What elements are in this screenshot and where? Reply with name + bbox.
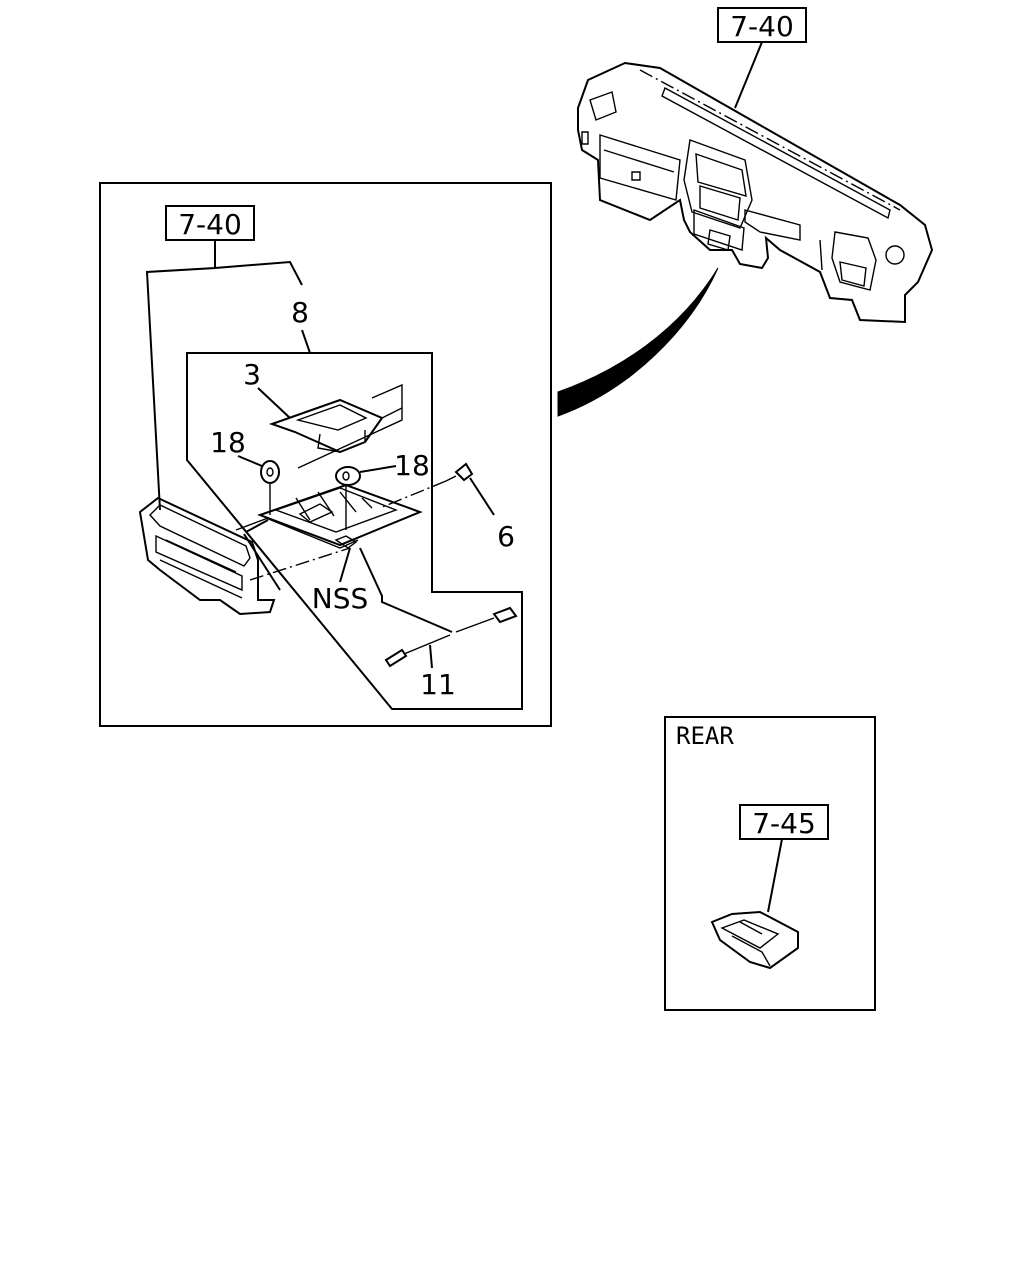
rear-box: REAR [664, 716, 876, 1011]
callout-18-right: 18 [394, 449, 430, 482]
callout-nss: NSS [312, 582, 369, 615]
callout-11: 11 [420, 668, 456, 701]
rear-glovebox [710, 910, 799, 970]
part-11-bulb [384, 606, 518, 668]
top-ref-label: 7-40 [730, 10, 794, 43]
part-6-screw [379, 462, 474, 509]
rear-ref-label: 7-45 [752, 807, 816, 840]
dashboard-illustration [577, 61, 934, 324]
inset-ref-callout: 7-40 [145, 205, 303, 511]
rear-ref-callout: 7-45 [739, 804, 829, 913]
callout-18-left: 18 [210, 426, 246, 459]
inset-ref-label: 7-40 [178, 208, 242, 241]
inset-frame [99, 182, 552, 727]
rear-title: REAR [676, 722, 734, 750]
callout-6: 6 [497, 520, 515, 553]
assembly-bracket [186, 352, 523, 710]
part-3-tray [268, 383, 403, 469]
callout-8: 8 [291, 296, 309, 329]
top-ref-callout: 7-40 [717, 7, 807, 109]
mounting-plate [257, 483, 423, 549]
center-bezel [138, 496, 351, 616]
callout-3: 3 [243, 358, 261, 391]
part-18-clip-right [335, 466, 361, 530]
part-18-clip-left [260, 460, 280, 515]
pointer-arrow [557, 267, 719, 417]
